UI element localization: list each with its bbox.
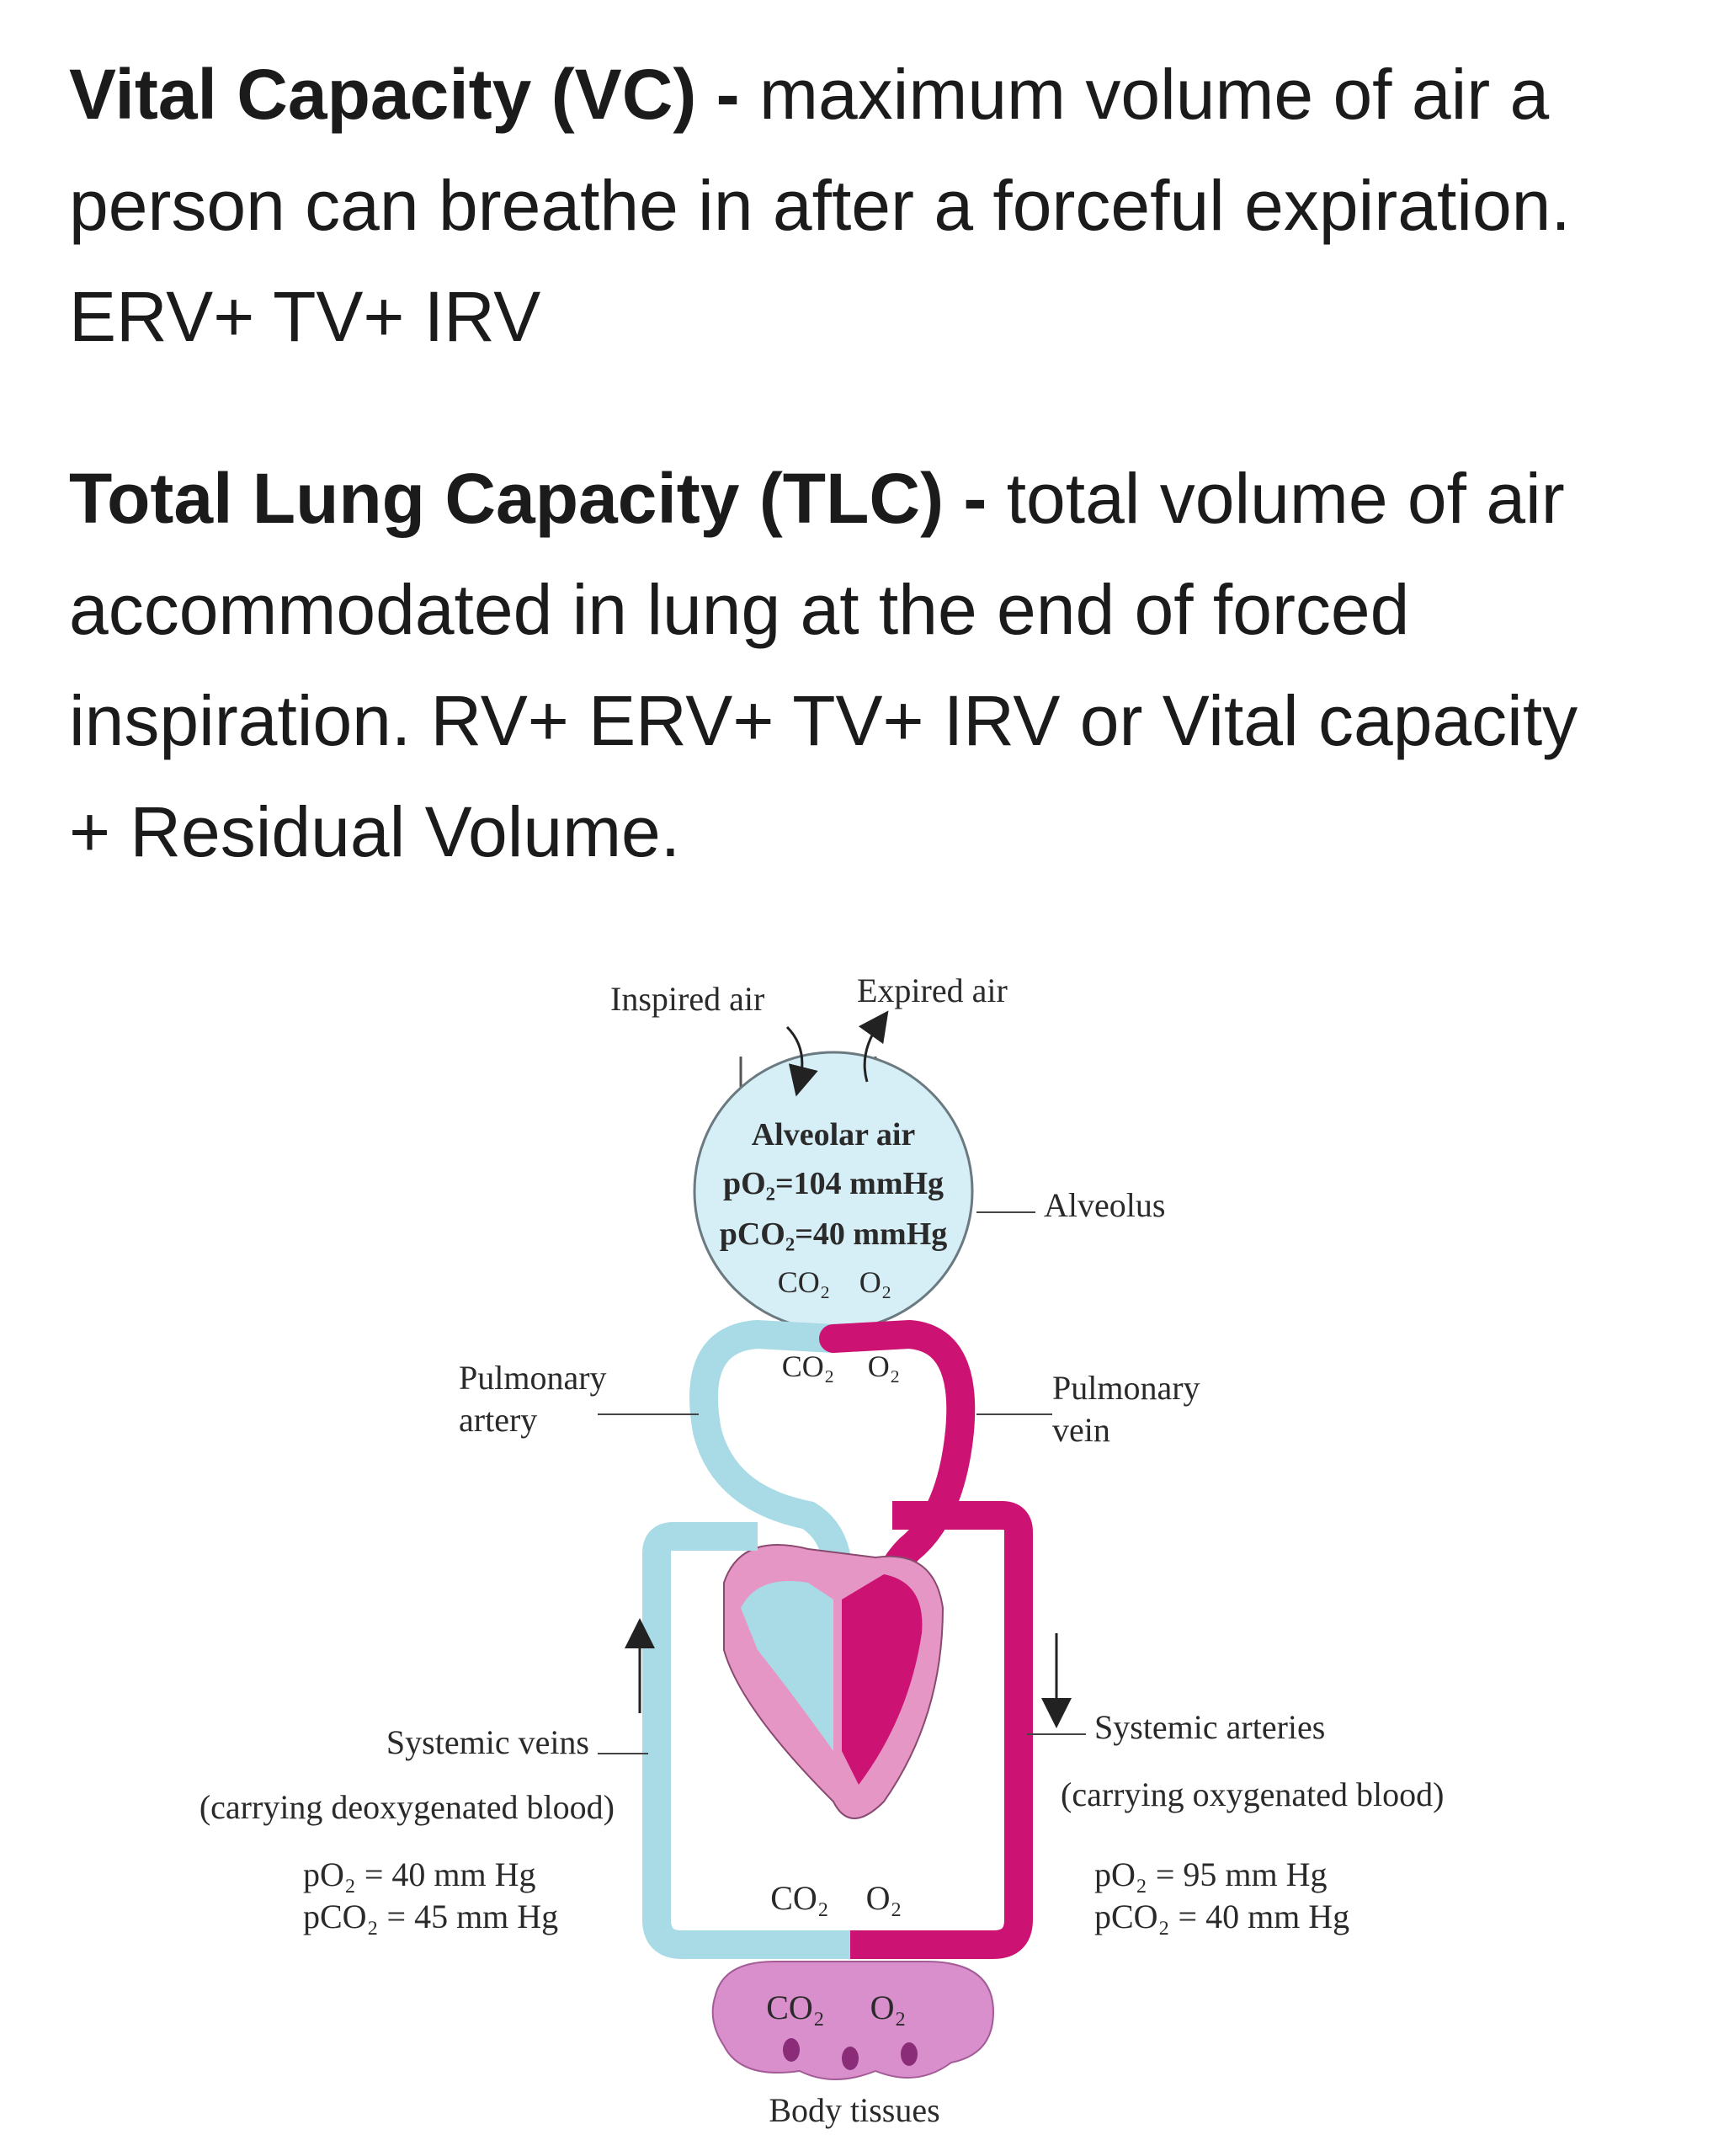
total-lung-capacity-paragraph: Total Lung Capacity (TLC) - total volume… <box>69 443 1668 887</box>
tissue-co2-label: CO₂ <box>766 1988 825 2026</box>
systemic-veins-note: (carrying deoxygenated blood) <box>200 1788 615 1826</box>
vital-capacity-definition-1: maximum volume of air a <box>739 55 1550 134</box>
capillary-o2-label: O₂ <box>868 1349 901 1383</box>
systemic-arteries-vessel <box>850 1501 1033 1959</box>
total-lung-capacity-term: Total Lung Capacity (TLC) - <box>69 459 987 538</box>
total-lung-capacity-definition-3: inspiration. RV+ ERV+ TV+ IRV or Vital c… <box>69 681 1578 760</box>
heart-left-side <box>842 1574 923 1785</box>
capillary-co2-label: CO₂ <box>782 1349 835 1383</box>
total-lung-capacity-definition-2: accommodated in lung at the end of force… <box>69 570 1410 649</box>
total-lung-capacity-definition-4: + Residual Volume. <box>69 792 681 871</box>
body-tissues-label: Body tissues <box>769 2091 939 2129</box>
alveolar-po2-label: pO₂=104 mmHg <box>723 1166 944 1201</box>
pulmonary-vein-label-1: Pulmonary <box>1052 1369 1200 1407</box>
alveolar-pco2-label: pCO₂=40 mmHg <box>720 1216 948 1252</box>
alveolus-co2-label: CO₂ <box>778 1265 831 1299</box>
heart-right-side <box>741 1581 833 1751</box>
expired-air-label: Expired air <box>857 972 1008 1009</box>
tissue-capillary-co2-label: CO₂ <box>770 1879 829 1917</box>
tissue-capillary-o2-label: O₂ <box>866 1879 902 1917</box>
tissue-cell <box>783 2038 800 2062</box>
systemic-veins-vessel <box>642 1522 850 1959</box>
vital-capacity-term: Vital Capacity (VC) - <box>69 55 740 134</box>
systemic-veins-label: Systemic veins <box>386 1723 589 1761</box>
systemic-arteries-label: Systemic arteries <box>1094 1708 1325 1746</box>
pulmonary-artery-label-1: Pulmonary <box>459 1359 607 1397</box>
veins-pco2-label: pCO₂ = 45 mm Hg <box>303 1898 558 1935</box>
vital-capacity-definition-2: person can breathe in after a forceful e… <box>69 166 1571 245</box>
vital-capacity-paragraph: Vital Capacity (VC) - maximum volume of … <box>69 39 1668 372</box>
pulmonary-capillary-deoxygenated <box>689 1319 853 1631</box>
arteries-po2-label: pO₂ = 95 mm Hg <box>1094 1855 1328 1893</box>
inspired-air-arrow <box>785 1025 818 1097</box>
pulmonary-vein-label-2: vein <box>1052 1411 1110 1449</box>
inspired-air-label: Inspired air <box>610 980 764 1018</box>
gas-exchange-diagram: Inspired air Expired air Alveolar air pO… <box>200 972 1445 2129</box>
expired-air-arrow <box>858 1010 889 1083</box>
tissue-cell <box>842 2047 859 2070</box>
alveolus-o2-label: O₂ <box>859 1265 892 1299</box>
vital-capacity-formula: ERV+ TV+ IRV <box>69 277 541 356</box>
tissue-cell <box>901 2042 918 2066</box>
pulmonary-artery-label-2: artery <box>459 1401 537 1439</box>
tissue-o2-label: O₂ <box>870 1988 907 2026</box>
alveolar-air-label: Alveolar air <box>752 1117 916 1153</box>
systemic-arteries-note: (carrying oxygenated blood) <box>1061 1775 1444 1813</box>
alveolus-label: Alveolus <box>1044 1186 1165 1224</box>
total-lung-capacity-definition-1: total volume of air <box>987 459 1565 538</box>
veins-po2-label: pO₂ = 40 mm Hg <box>303 1855 536 1893</box>
arteries-pco2-label: pCO₂ = 40 mm Hg <box>1094 1898 1349 1935</box>
